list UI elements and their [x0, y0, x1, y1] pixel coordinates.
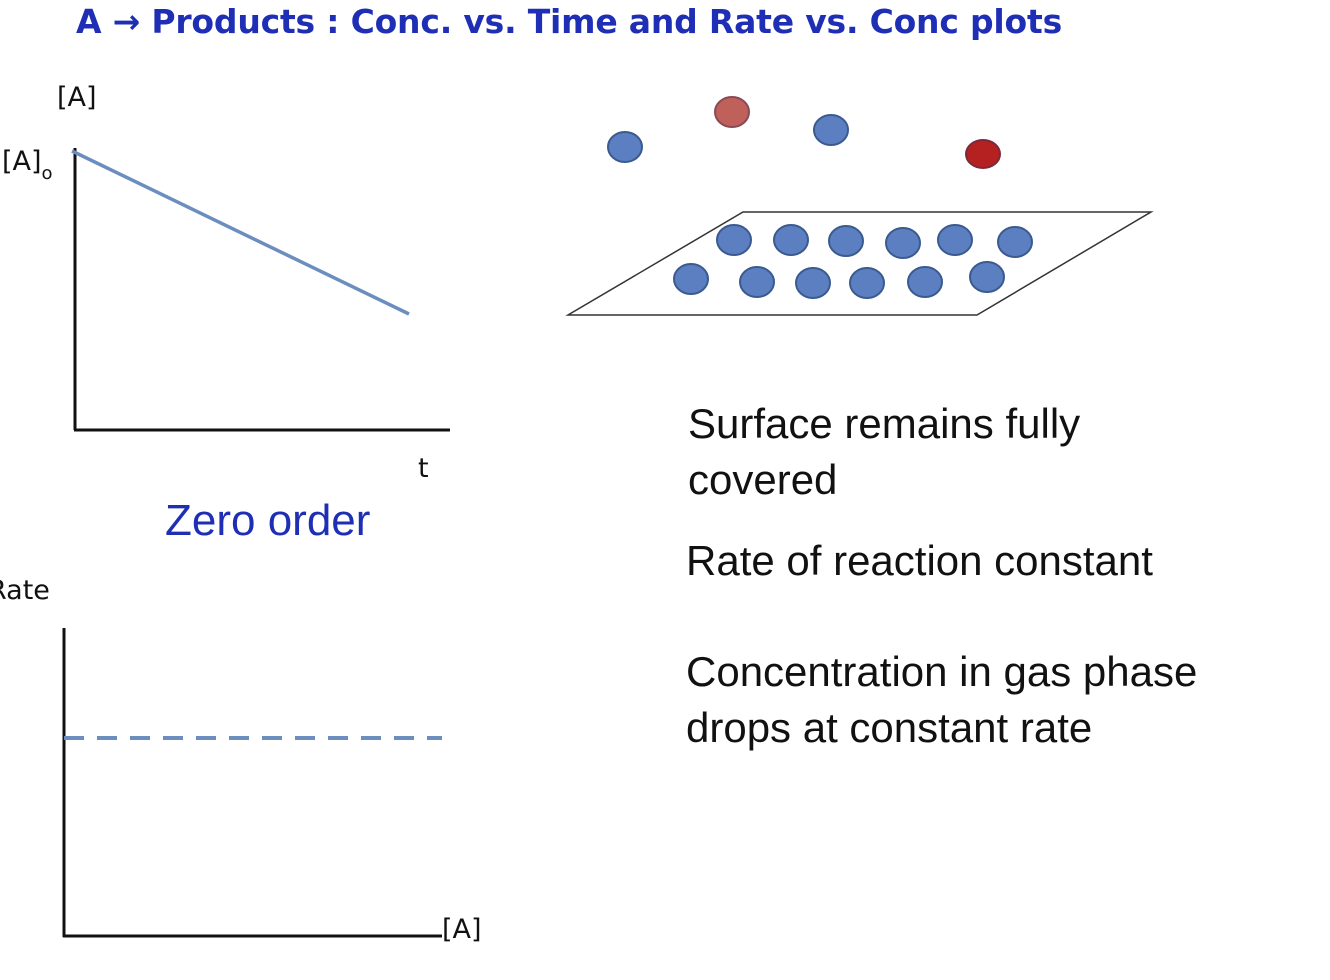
observation-surface-line-2: covered [688, 456, 838, 503]
initial-conc-symbol: [A] [2, 146, 42, 177]
observation-surface: Surface remains fully covered [688, 396, 1080, 508]
zero-order-caption: Zero order [165, 496, 371, 545]
conc-plot-x-label: t [418, 453, 429, 484]
adsorbed-molecule [849, 267, 885, 299]
initial-conc-label: [A]o [2, 146, 53, 184]
adsorbed-molecule [739, 266, 775, 298]
gas-molecule-product [965, 139, 1001, 169]
adsorbed-molecule [907, 266, 943, 298]
observation-concentration: Concentration in gas phase drops at cons… [686, 644, 1197, 756]
conc-vs-time-plot [71, 148, 450, 432]
observation-concentration-line-2: drops at constant rate [686, 704, 1093, 751]
adsorbed-molecule [828, 225, 864, 257]
page-title: A → Products : Conc. vs. Time and Rate v… [76, 2, 1063, 41]
observation-concentration-line-1: Concentration in gas phase [686, 648, 1198, 695]
catalyst-surface [565, 211, 1154, 316]
initial-conc-subscript: o [41, 163, 53, 184]
rate-plot-y-label: Rate [0, 575, 50, 606]
adsorbed-molecule [997, 226, 1033, 258]
rate-plot-x-label: [A] [442, 914, 482, 945]
rate-vs-conc-plot [62, 628, 442, 938]
adsorbed-molecule [885, 227, 921, 259]
adsorbed-molecule [773, 224, 809, 256]
adsorbed-molecule [937, 224, 973, 256]
adsorbed-molecule [969, 261, 1005, 293]
gas-molecule-reacting [714, 96, 750, 128]
observation-surface-line-1: Surface remains fully [688, 400, 1081, 447]
gas-molecule [607, 131, 643, 163]
conc-decay-line [71, 149, 410, 316]
adsorbed-molecule [795, 267, 831, 299]
surface-diagram [565, 96, 1154, 316]
adsorbed-molecule [673, 263, 709, 295]
adsorbed-molecule [716, 224, 752, 256]
observation-rate: Rate of reaction constant [686, 537, 1153, 584]
conc-plot-y-label: [A] [57, 82, 97, 113]
gas-molecule [813, 114, 849, 146]
